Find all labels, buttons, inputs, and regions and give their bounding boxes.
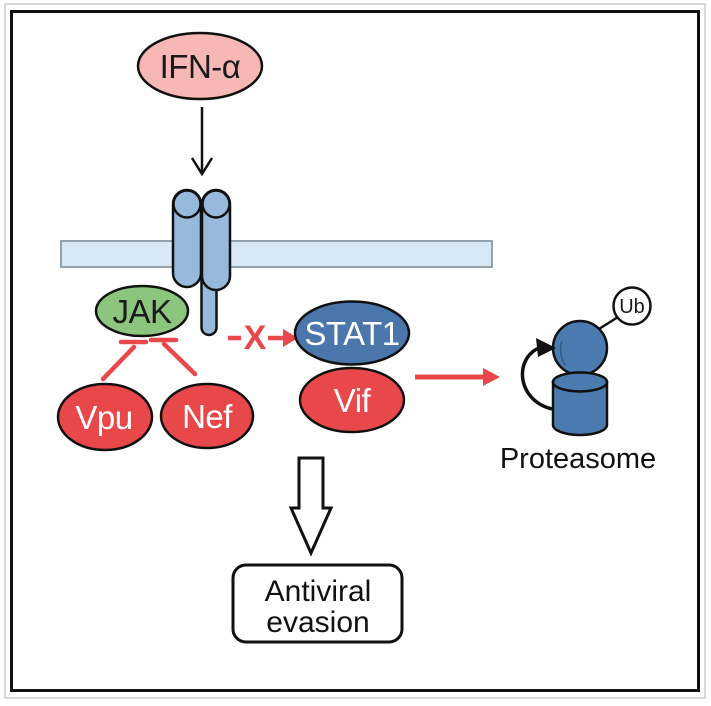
membrane-band — [60, 240, 493, 268]
outcome-label-line1: Antiviral — [265, 575, 372, 608]
vpu-label: Vpu — [75, 399, 132, 436]
blocked-signal-x-label: X — [244, 319, 267, 357]
vif-node — [298, 366, 406, 434]
blocked-signal: X — [228, 319, 298, 357]
outcome-box — [231, 563, 404, 644]
proteasome-label: Proteasome — [500, 443, 656, 475]
ifn-alpha-node — [136, 31, 264, 101]
vpu-node — [56, 382, 154, 452]
nef-inhibit-line — [161, 341, 198, 377]
vif-label: Vif — [334, 382, 372, 419]
vpu-inhibit-tbar — [100, 339, 149, 382]
jak-node — [94, 284, 190, 338]
sphere-highlight-line — [559, 340, 566, 366]
ubiquitin-label: Ub — [619, 296, 645, 318]
nef-node — [159, 382, 255, 450]
proteasome-graphic: Ub — [520, 286, 652, 437]
figure-frame — [10, 10, 700, 692]
receptor-cap-left — [172, 189, 202, 219]
vpu-inhibit-line — [100, 344, 137, 382]
proteasome-barrel-body — [551, 380, 609, 437]
recycling-arrow-arc — [520, 345, 553, 411]
ifn-alpha-label: IFN-α — [160, 48, 241, 85]
ubiquitin-connector-line — [598, 315, 619, 331]
proteasome-barrel-cap — [551, 371, 609, 393]
stat1-node — [293, 300, 411, 366]
degradation-arrowhead-icon — [483, 368, 500, 386]
outcome-label-line2: evasion — [266, 606, 369, 639]
jak-label: JAK — [112, 293, 172, 330]
blocked-signal-arrowhead-icon — [283, 329, 298, 347]
outer-edge-line — [4, 3, 706, 699]
stat1-label: STAT1 — [304, 315, 399, 352]
outcome-block-arrow-icon — [288, 456, 334, 557]
ubiquitin-circle — [612, 286, 652, 326]
nef-label: Nef — [182, 398, 233, 435]
nef-inhibit-tbar — [148, 337, 198, 377]
ifn-to-receptor-arrowhead-icon — [190, 157, 214, 177]
receptor-cap-right — [201, 189, 231, 219]
recycling-arrowhead-icon — [536, 338, 556, 357]
